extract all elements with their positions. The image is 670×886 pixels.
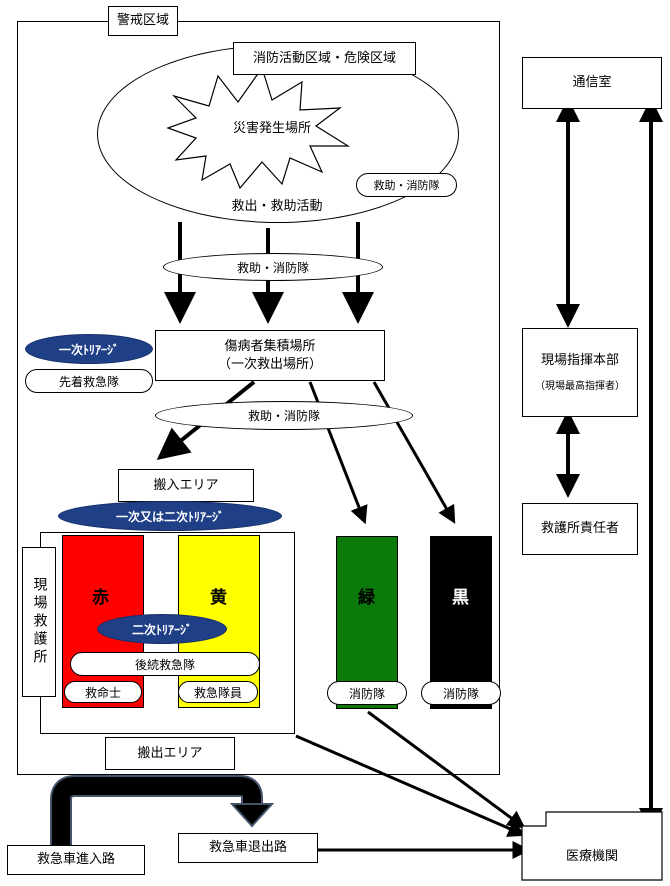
carry-in-area: 搬入エリア [118, 469, 254, 502]
rescue-fire-team-site-pill: 救助・消防隊 [356, 173, 457, 197]
fire-team-green-pill: 消防隊 [327, 681, 407, 705]
cordon-zone-label: 警戒区域 [108, 6, 178, 36]
ambulance-exit-route: 救急車退出路 [178, 833, 318, 863]
ambulance-crew-pill: 救急隊員 [178, 681, 258, 703]
casualty-collection-point: 傷病者集積場所 （一次救出場所） [155, 330, 385, 381]
casualty-collection-line2: （一次救出場所） [217, 356, 322, 372]
field-hq: 現場指揮本部 （現場最高指揮者） [522, 328, 638, 417]
yellow-label: 黄 [210, 588, 227, 608]
disaster-site-label: 災害発生場所 [232, 121, 311, 136]
first-ambulance-pill: 先着救急隊 [25, 369, 153, 393]
medical-institution: 医療機関 [565, 849, 618, 864]
green-label: 緑 [358, 588, 375, 608]
casualty-collection-line1: 傷病者集積場所 [224, 338, 316, 354]
rescue-fire-team-lower-pill: 救助・消防隊 [155, 401, 413, 430]
rescue-activity-label: 救出・救助活動 [231, 199, 323, 214]
field-hq-line2: （現場最高指揮者） [535, 380, 625, 392]
first-triage-badge: 一次ﾄﾘｱｰｼﾞ [25, 334, 153, 364]
carry-out-area: 搬出エリア [105, 737, 235, 770]
field-hq-line1: 現場指揮本部 [540, 352, 619, 368]
triage-column-black [430, 536, 492, 709]
rescue-fire-team-mid-pill: 救助・消防隊 [163, 253, 383, 281]
following-ambulance-pill: 後続救急隊 [70, 652, 260, 676]
red-label: 赤 [92, 588, 109, 608]
cordon-zone-frame [17, 21, 500, 775]
second-triage-badge: 二次ﾄﾘｱｰｼﾞ [97, 614, 227, 644]
first-or-second-triage-badge: 一次又は二次ﾄﾘｱｰｼﾞ [58, 501, 282, 531]
fire-team-black-pill: 消防隊 [421, 681, 501, 705]
ambulance-entry-route: 救急車進入路 [7, 845, 145, 875]
black-label: 黒 [452, 588, 469, 608]
aid-station-chief: 救護所責任者 [522, 503, 638, 555]
fire-zone-label: 消防活動区域・危険区域 [233, 42, 416, 75]
comm-room: 通信室 [522, 57, 662, 109]
paramedic-pill: 救命士 [64, 681, 142, 703]
triage-column-green [336, 536, 398, 709]
field-aid-station-label: 現場救護所 [22, 547, 56, 697]
